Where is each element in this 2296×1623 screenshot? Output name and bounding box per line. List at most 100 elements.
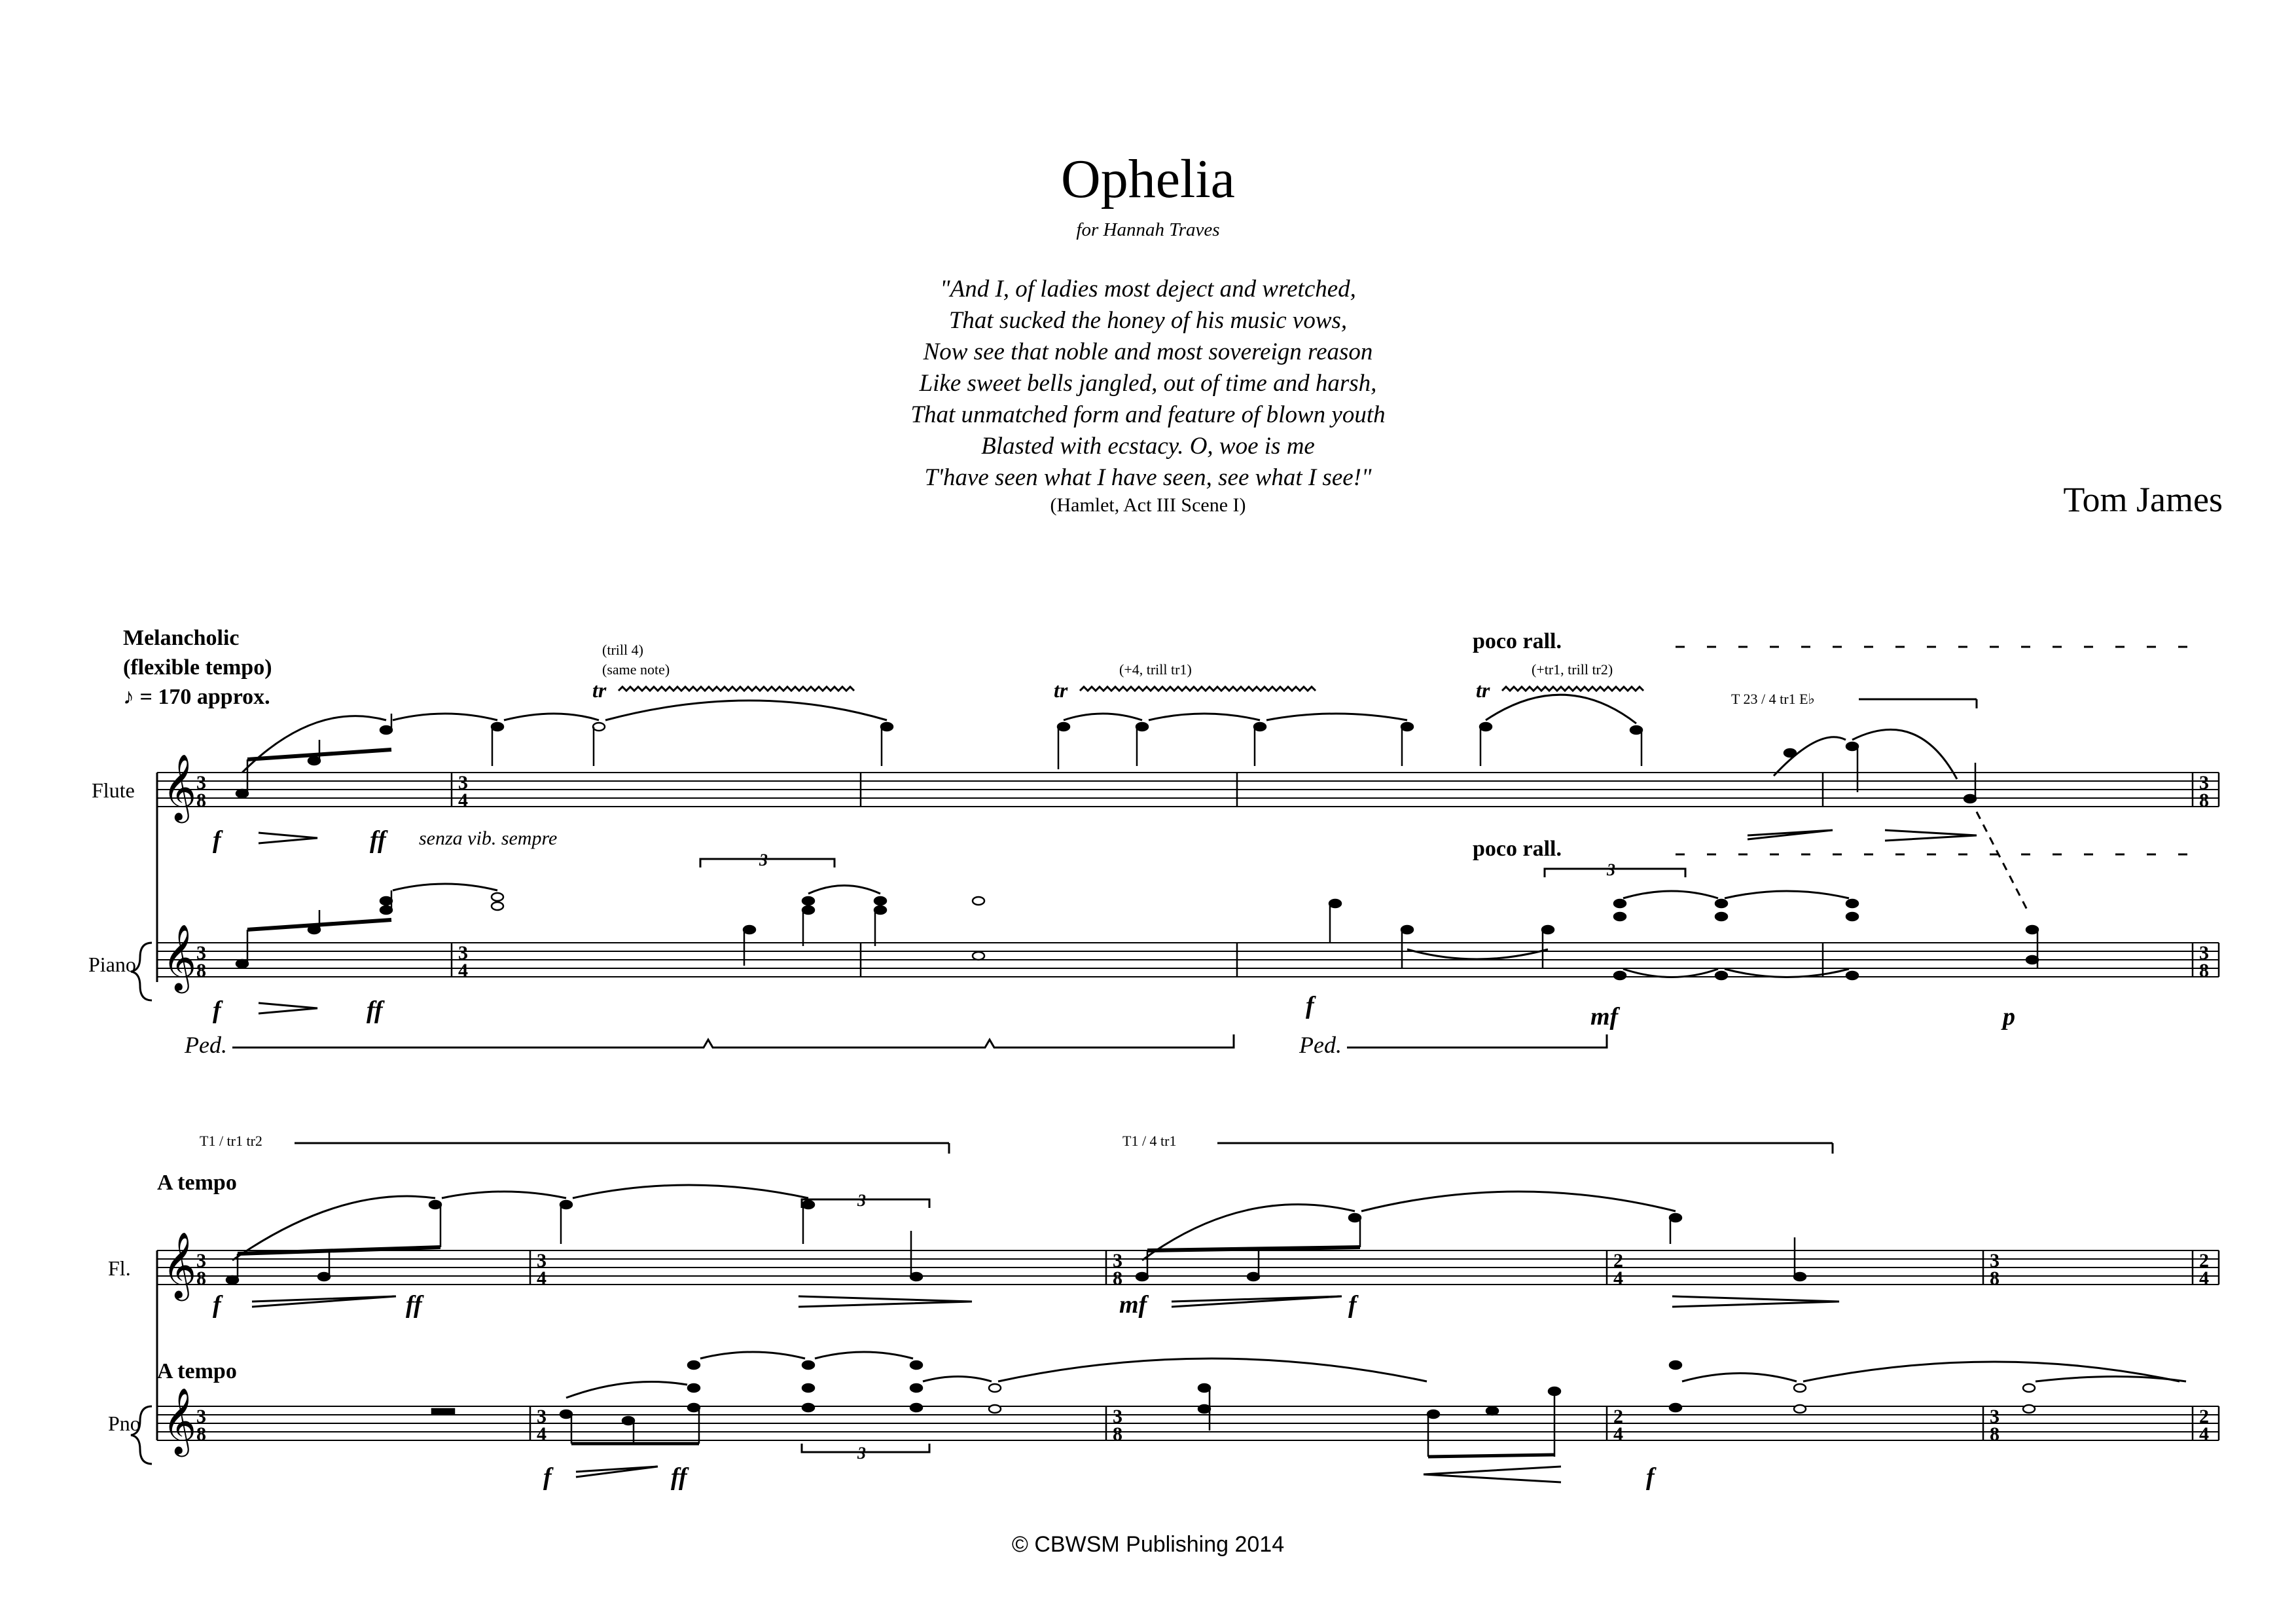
- dynamic-mark: f: [1646, 1463, 1657, 1491]
- tempo-marking: Melancholic: [123, 626, 240, 650]
- poco-rall: poco rall.: [1473, 629, 1562, 653]
- tempo-marking: A tempo: [157, 1171, 237, 1195]
- slur: [232, 1184, 1676, 1262]
- dedication: for Hannah Traves: [1076, 219, 1220, 240]
- svg-text:3: 3: [458, 772, 468, 793]
- time-signature: 38 38 34 34 38 38 24 24 38 38 24 24: [196, 1250, 2209, 1445]
- svg-text:3: 3: [196, 942, 206, 964]
- epigraph-line: That sucked the honey of his music vows,: [948, 307, 1348, 334]
- epigraph-line: That unmatched form and feature of blown…: [910, 401, 1386, 428]
- diminuendo-hairpin: [1672, 1295, 1840, 1308]
- pedal-mark: Ped.: [1299, 1032, 1342, 1058]
- svg-text:4: 4: [2199, 1267, 2209, 1289]
- copyright-notice: © CBWSM Publishing 2014: [1011, 1532, 1285, 1557]
- metronome-mark: ♪ = 170 approx.: [123, 685, 270, 709]
- diminuendo-hairpin: [798, 1295, 973, 1308]
- piece-title: Ophelia: [1061, 149, 1235, 210]
- crescendo-hairpin: [251, 1295, 397, 1308]
- system-2: T1 / tr1 tr2 T1 / 4 tr1 A tempo A tempo …: [108, 1133, 2220, 1491]
- epigraph-line: Now see that noble and most sovereign re…: [923, 338, 1373, 365]
- svg-text:3: 3: [1113, 1250, 1122, 1271]
- fingering-annotation: T 23 / 4 tr1 E♭: [1731, 691, 1815, 707]
- tuplet-number: 3: [857, 1191, 866, 1210]
- slur: [392, 883, 1850, 978]
- svg-text:3: 3: [196, 1250, 206, 1271]
- tuplet-bracket: [699, 858, 1687, 877]
- svg-text:8: 8: [196, 1267, 206, 1289]
- svg-text:2: 2: [1613, 1406, 1623, 1427]
- dynamic-mark: f: [213, 826, 223, 854]
- svg-text:8: 8: [2199, 790, 2209, 811]
- epigraph-line: Like sweet bells jangled, out of time an…: [919, 370, 1377, 397]
- piano-staff: [157, 942, 2219, 977]
- diminuendo-hairpin: [1884, 829, 1977, 842]
- svg-text:3: 3: [1990, 1250, 2000, 1271]
- svg-text:tr: tr: [1054, 678, 1068, 702]
- svg-text:3: 3: [196, 1406, 206, 1427]
- piano-label: Pno: [108, 1412, 141, 1435]
- trill-annotation: (same note): [602, 661, 670, 678]
- svg-text:8: 8: [1113, 1423, 1122, 1445]
- crescendo-hairpin: [1423, 1465, 1562, 1484]
- dynamic-mark: f: [213, 996, 223, 1024]
- whole-rest: [431, 1408, 456, 1415]
- svg-text:3: 3: [196, 772, 206, 793]
- svg-text:8: 8: [196, 1423, 206, 1445]
- dynamic-mark: f: [1306, 992, 1316, 1019]
- svg-text:4: 4: [2199, 1423, 2209, 1445]
- svg-text:3: 3: [2199, 942, 2209, 964]
- svg-text:2: 2: [2199, 1406, 2209, 1427]
- trill-annotation: (+tr1, trill tr2): [1532, 661, 1613, 678]
- slur: [241, 693, 1958, 780]
- piano-staff: [157, 1406, 2219, 1441]
- slur: [565, 1351, 2187, 1399]
- epigraph-line: "And I, of ladies most deject and wretch…: [940, 276, 1356, 302]
- svg-text:3: 3: [458, 942, 468, 964]
- epigraph-line: Blasted with ecstacy. O, woe is me: [981, 433, 1315, 460]
- dynamic-mark: mf: [1590, 1003, 1621, 1030]
- dynamic-mark: mf: [1119, 1291, 1149, 1319]
- trill-annotation: (+4, trill tr1): [1119, 661, 1192, 678]
- flute-notes: [235, 714, 1977, 804]
- svg-text:8: 8: [1990, 1267, 2000, 1289]
- dynamic-mark: ff: [370, 826, 388, 854]
- svg-text:3: 3: [2199, 772, 2209, 793]
- trill-annotation: (trill 4): [602, 642, 643, 658]
- svg-text:4: 4: [537, 1423, 547, 1445]
- pedal-line: [232, 1034, 1235, 1049]
- svg-text:2: 2: [2199, 1250, 2209, 1271]
- dynamic-mark: ff: [367, 996, 385, 1024]
- treble-clef-icon: 𝄞: [162, 1231, 196, 1302]
- crescendo-hairpin: [575, 1465, 658, 1478]
- barline: [529, 1250, 2220, 1440]
- flute-staff: [157, 772, 2219, 807]
- tempo-marking: (flexible tempo): [123, 655, 272, 680]
- treble-clef-icon: 𝄞: [162, 1387, 196, 1457]
- svg-text:3: 3: [1113, 1406, 1122, 1427]
- barline: [450, 773, 2220, 977]
- crescendo-hairpin: [258, 1002, 318, 1015]
- tuplet-bracket: [800, 1444, 931, 1453]
- svg-text:8: 8: [1990, 1423, 2000, 1445]
- svg-text:4: 4: [458, 790, 468, 811]
- dynamic-mark: p: [2001, 1003, 2015, 1030]
- pedal-line: [1347, 1034, 1608, 1049]
- tempo-marking: A tempo: [157, 1359, 237, 1383]
- flute-label: Flute: [92, 778, 135, 802]
- poco-rall: poco rall.: [1473, 837, 1562, 861]
- piano-notes: [235, 890, 2039, 981]
- epigraph: "And I, of ladies most deject and wretch…: [0, 274, 2296, 494]
- piano-brace: [130, 941, 152, 1002]
- svg-text:8: 8: [196, 790, 206, 811]
- composer-name: Tom James: [2063, 480, 2223, 519]
- flute-staff: [157, 1250, 2219, 1285]
- piano-label: Piano: [88, 953, 136, 976]
- dynamic-mark: f: [213, 1291, 223, 1319]
- time-signature: 38 38 34 34 38 38: [196, 772, 2209, 981]
- fingering-annotation: T1 / 4 tr1: [1122, 1133, 1177, 1149]
- svg-text:3: 3: [1990, 1406, 2000, 1427]
- svg-text:3: 3: [537, 1250, 547, 1271]
- fingering-annotation: T1 / tr1 tr2: [200, 1133, 262, 1149]
- tuplet-number: 3: [1606, 860, 1615, 879]
